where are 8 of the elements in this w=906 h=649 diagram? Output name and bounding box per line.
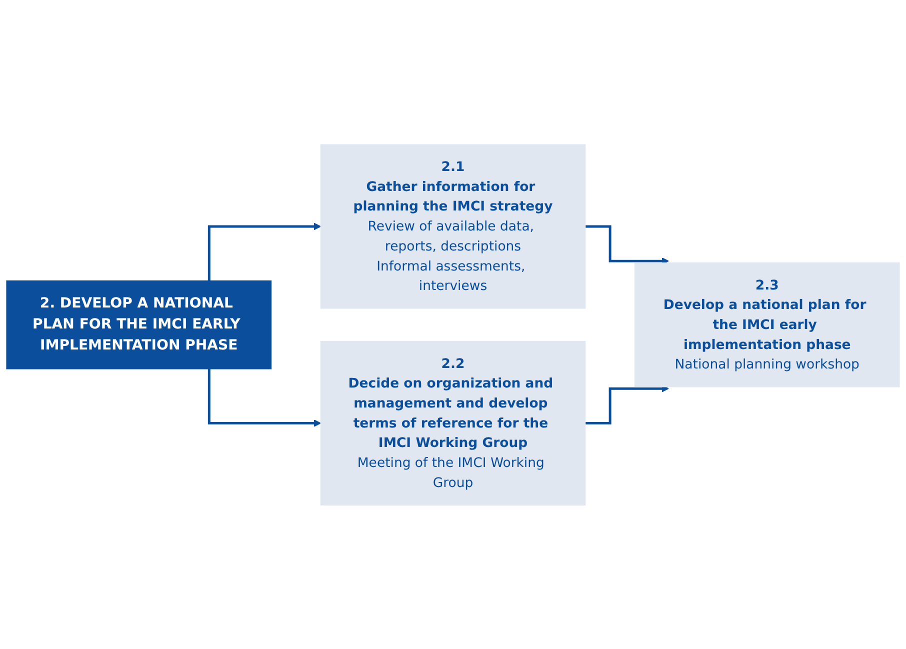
arrow (208, 222, 322, 280)
arrow (584, 384, 669, 424)
node-box: 2. DEVELOP A NATIONAL PLAN FOR THE IMCI EARLY IMPLEMENTATION PHASE (6, 280, 272, 369)
arrow (584, 224, 669, 264)
node-box: 2.2 Decide on organization and management and develop terms of reference for the IMCI Working Group Meeting of the IMCI Working Group (320, 340, 586, 506)
node-box: 2.1 Gather information for planning the IMCI strategy Review of available data, reports, descriptions Informal assessments, interviews (320, 144, 586, 308)
node-box: 2.3 Develop a national plan for the IMCI early implementation phase National planning workshop (634, 262, 900, 387)
arrow (208, 368, 322, 426)
